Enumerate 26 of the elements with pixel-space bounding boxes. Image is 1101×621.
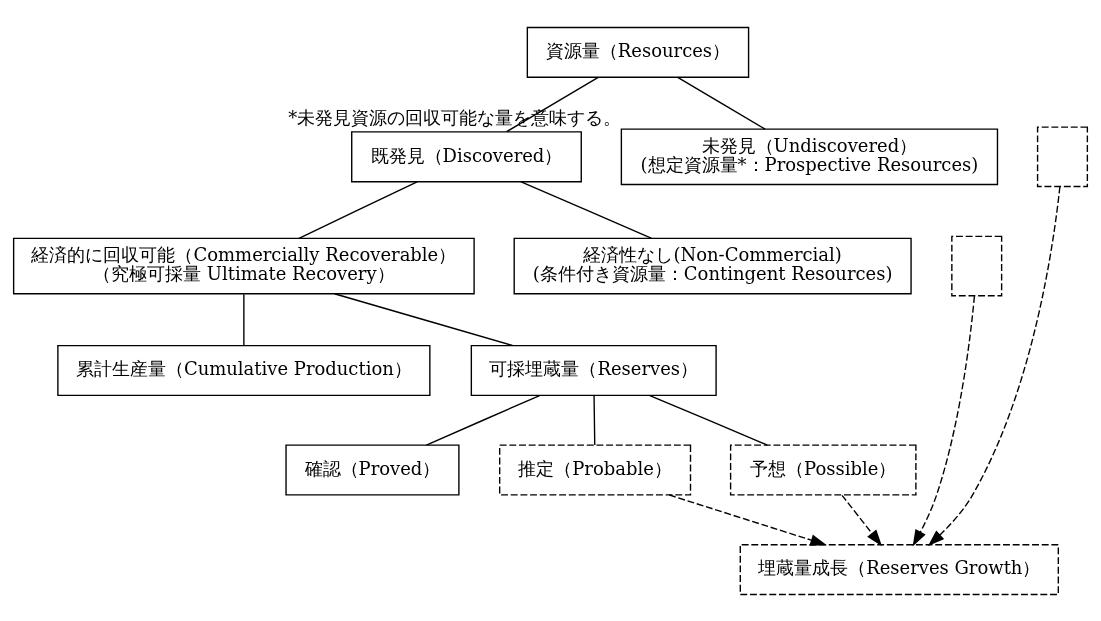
node-box: 資源量（Resources） xyxy=(526,26,750,78)
node-box: 可採埋蔵量（Reserves） xyxy=(470,344,717,396)
node-box: 推定（Probable） xyxy=(499,443,692,496)
arrow xyxy=(912,294,976,546)
connector xyxy=(298,180,418,239)
node-box: 確認（Proved） xyxy=(285,443,460,496)
arrow xyxy=(668,493,827,546)
connector xyxy=(243,292,245,346)
connector xyxy=(505,76,599,132)
node-box: 経済的に回収可能（Commercially Recoverable） （究極可採量 Ultimate Recovery） xyxy=(12,237,475,294)
node-box: 累計生産量（Cumulative Production） xyxy=(57,344,431,396)
connector xyxy=(677,76,766,130)
connector xyxy=(425,394,541,446)
connector xyxy=(520,180,653,239)
connector xyxy=(593,394,596,446)
arrow xyxy=(841,494,882,546)
connector xyxy=(649,394,768,446)
arrow xyxy=(927,185,1061,546)
connector xyxy=(333,292,514,346)
node-box: 予想（Possible） xyxy=(729,443,917,496)
node-box: 埋蔵量成長（Reserves Growth） xyxy=(739,543,1059,595)
node-box xyxy=(1036,125,1089,187)
node-box: 経済性なし(Non-Commercial) (条件付き資源量：Contingent Resources) xyxy=(513,237,912,294)
node-box: 未発見（Undiscovered） (想定資源量*：Prospective Resources) xyxy=(620,127,999,185)
node-box xyxy=(951,235,1003,296)
node-box: 既発見（Discovered） xyxy=(351,130,582,182)
